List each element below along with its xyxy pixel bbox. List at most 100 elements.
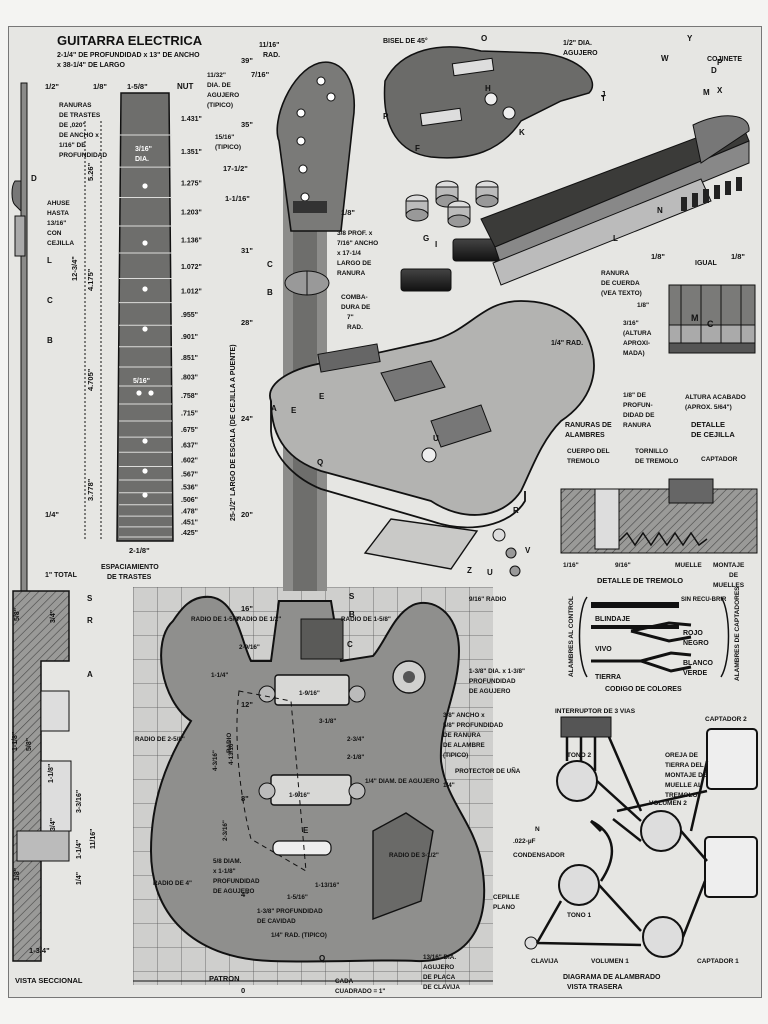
svg-text:S: S bbox=[87, 594, 93, 603]
tuner-peg bbox=[714, 185, 720, 199]
annotation-label: TONO 1 bbox=[567, 912, 591, 919]
fret-lines bbox=[119, 134, 172, 538]
annotation-label: TORNILLO bbox=[635, 448, 668, 455]
pot-tone-1 bbox=[558, 864, 600, 906]
annotation-label: DE bbox=[729, 572, 739, 579]
annotation-label: .758" bbox=[181, 393, 198, 400]
drawing-frame: GUITARRA ELECTRICA 2-1/4" DE PROFUNDIDAD… bbox=[8, 26, 762, 998]
sectional-view bbox=[11, 82, 72, 962]
annotation-label: CAPTADOR 2 bbox=[705, 716, 747, 723]
annotation-label: 1-1/4" bbox=[211, 672, 228, 679]
annotation-label: 1/4" DIAM. DE AGUJERO bbox=[365, 778, 440, 785]
annotation-label: .506" bbox=[181, 497, 198, 504]
svg-text:NUT: NUT bbox=[177, 82, 194, 91]
annotation-label: 2-1/8" bbox=[347, 754, 364, 761]
svg-text:IGUAL: IGUAL bbox=[695, 260, 718, 267]
annotation-label: Y bbox=[687, 34, 693, 43]
annotation-label: DE ALAMBRE bbox=[443, 742, 485, 749]
annotation-label: TIERRA DEL bbox=[665, 762, 704, 769]
svg-text:4.175": 4.175" bbox=[86, 268, 95, 291]
svg-text:5/8": 5/8" bbox=[14, 608, 21, 621]
annotation-label: J bbox=[601, 90, 605, 99]
annotation-label: W bbox=[661, 54, 669, 63]
color-code bbox=[578, 596, 730, 678]
annotation-label: AGUJERO bbox=[423, 964, 454, 971]
svg-text:3/8 PROF. x: 3/8 PROF. x bbox=[337, 230, 373, 237]
svg-text:DIA. DE: DIA. DE bbox=[207, 82, 232, 89]
svg-text:DIA.: DIA. bbox=[135, 156, 149, 163]
svg-text:RAD.: RAD. bbox=[347, 324, 363, 331]
svg-text:RAD.: RAD. bbox=[263, 52, 280, 59]
annotation-label: 31" bbox=[241, 246, 253, 255]
svg-text:(TIPICO): (TIPICO) bbox=[215, 144, 241, 151]
pot-volume-1 bbox=[642, 916, 684, 958]
svg-text:RANURA: RANURA bbox=[337, 270, 365, 277]
svg-text:DE CEJILLA: DE CEJILLA bbox=[691, 430, 735, 439]
svg-text:C: C bbox=[707, 319, 714, 329]
svg-text:1/8": 1/8" bbox=[341, 208, 355, 217]
annotation-label: 1.275" bbox=[181, 180, 202, 187]
neck-headstock bbox=[276, 61, 355, 296]
annotation-label: 1.203" bbox=[181, 210, 202, 217]
annotation-label: 12" bbox=[241, 700, 253, 709]
svg-text:DETALLE DE TREMOLO: DETALLE DE TREMOLO bbox=[597, 576, 683, 585]
tuner-peg bbox=[692, 193, 698, 207]
svg-text:1/2": 1/2" bbox=[45, 82, 59, 91]
annotation-label: MUELLE AL bbox=[665, 782, 702, 789]
annotation-label: CAPTADOR bbox=[701, 456, 738, 463]
svg-text:5/16": 5/16" bbox=[133, 378, 150, 385]
svg-text:E: E bbox=[319, 392, 325, 401]
annotation-label: (VEA TEXTO) bbox=[601, 290, 642, 297]
annotation-label: 20" bbox=[241, 510, 253, 519]
svg-text:CODIGO DE COLORES: CODIGO DE COLORES bbox=[605, 686, 682, 693]
svg-text:VERDE: VERDE bbox=[683, 670, 707, 677]
annotation-label: 39" bbox=[241, 56, 253, 65]
annotation-label: N bbox=[657, 206, 663, 215]
annotation-label: MONTAJE DE bbox=[665, 772, 708, 779]
svg-text:VIVO: VIVO bbox=[595, 646, 612, 653]
svg-text:ROJO: ROJO bbox=[683, 630, 703, 637]
annotation-label: 2-9/16" bbox=[239, 644, 260, 651]
svg-text:S: S bbox=[349, 592, 355, 601]
svg-text:25-1/2" LARGO DE ESCALA (DE CE: 25-1/2" LARGO DE ESCALA (DE CEJILLA A PU… bbox=[230, 344, 237, 521]
svg-text:E: E bbox=[303, 826, 309, 835]
annotation-label: .715" bbox=[181, 411, 198, 418]
svg-text:DE ANCHO x: DE ANCHO x bbox=[59, 132, 99, 139]
svg-text:4.705": 4.705" bbox=[86, 368, 95, 391]
annotation-label: 1-9/16" bbox=[289, 792, 310, 799]
svg-text:5/8": 5/8" bbox=[26, 738, 33, 751]
annotation-label: RANURA bbox=[623, 422, 651, 429]
nut-detail bbox=[668, 284, 756, 354]
svg-text:11/16": 11/16" bbox=[90, 829, 97, 849]
annotation-label: VOLUMEN 2 bbox=[649, 800, 687, 807]
annotation-label: D bbox=[711, 66, 717, 75]
tuner-peg bbox=[703, 189, 709, 203]
annotation-label: Q bbox=[317, 458, 323, 467]
annotation-label: 3/8" ANCHO x bbox=[443, 712, 485, 719]
annotation-label: 8" bbox=[241, 794, 249, 803]
svg-text:R: R bbox=[87, 616, 93, 625]
annotation-label: .478" bbox=[181, 508, 198, 515]
svg-text:2-1/8": 2-1/8" bbox=[129, 546, 150, 555]
annotation-label: PROFUNDIDAD bbox=[469, 678, 516, 685]
svg-text:7/16" ANCHO: 7/16" ANCHO bbox=[337, 240, 378, 247]
fretboard-diagram bbox=[84, 92, 174, 542]
annotation-label: RADIO DE 1-5/8" bbox=[191, 616, 241, 623]
annotation-label: .451" bbox=[181, 520, 198, 527]
annotation-label: CUERPO DEL bbox=[567, 448, 610, 455]
annotation-label: x 1-1/8" bbox=[213, 868, 236, 875]
annotation-label: E bbox=[291, 406, 297, 415]
svg-text:M: M bbox=[691, 313, 699, 323]
annotation-label: DE PLACA bbox=[423, 974, 456, 981]
svg-text:COJINETE: COJINETE bbox=[707, 56, 742, 63]
annotation-label: MUELLE bbox=[675, 562, 702, 569]
svg-text:COMBA-: COMBA- bbox=[341, 294, 368, 301]
svg-text:RANURAS: RANURAS bbox=[59, 102, 92, 109]
annotation-label: RADIO DE 2-5/8" bbox=[135, 736, 185, 743]
svg-text:7": 7" bbox=[347, 314, 354, 321]
svg-text:RANURAS DE: RANURAS DE bbox=[565, 422, 612, 429]
svg-text:17-1/2": 17-1/2" bbox=[223, 164, 248, 173]
svg-text:C: C bbox=[267, 260, 273, 269]
annotation-label: 4-3/16" bbox=[212, 750, 219, 771]
svg-text:5.26": 5.26" bbox=[86, 162, 95, 181]
